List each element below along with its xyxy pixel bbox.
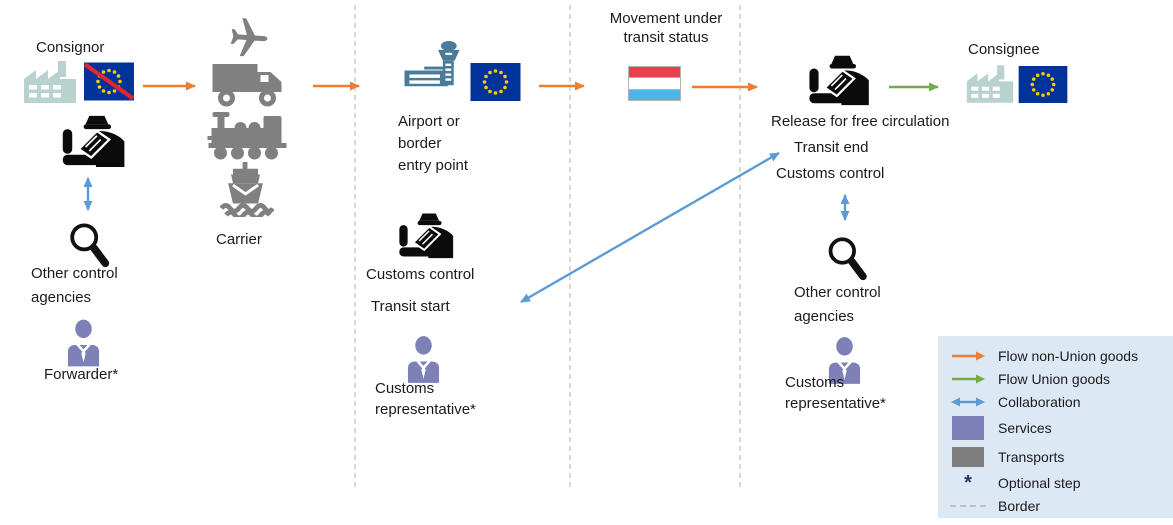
customs-officer-icon <box>808 53 873 106</box>
other-control-agencies-label: Other control agencies <box>794 284 881 325</box>
blue-double-arrow-swatch-icon <box>948 397 988 407</box>
customs-representative-destination-label: Customs representative* <box>785 374 886 412</box>
legend-label: Flow Union goods <box>998 370 1111 387</box>
eu-flag-icon <box>470 63 521 101</box>
ship-icon <box>219 161 274 217</box>
consignor-label: Consignor <box>36 39 105 56</box>
eu-flag-crossed-icon <box>84 62 134 101</box>
orange-arrow-swatch-icon <box>948 351 988 361</box>
transit-end-label: Transit end <box>794 139 869 156</box>
services-swatch-icon <box>948 416 988 440</box>
legend-row-flow-non-union: Flow non-Union goods <box>938 344 1173 367</box>
train-icon <box>207 110 288 162</box>
legend-label: Optional step <box>998 475 1081 491</box>
customs-control-entry-label: Customs control <box>366 266 475 283</box>
legend-row-border: Border <box>938 495 1173 517</box>
legend-label: Services <box>998 420 1052 436</box>
luxembourg-flag-icon <box>628 66 681 101</box>
customs-officer-icon <box>397 211 458 259</box>
legend-label: Transports <box>998 449 1065 465</box>
consignee-label: Consignee <box>968 41 1040 58</box>
legend: Flow non-Union goods Flow Union goods Co… <box>938 336 1173 518</box>
legend-row-flow-union: Flow Union goods <box>938 367 1173 390</box>
legend-row-optional-step: * Optional step <box>938 471 1173 495</box>
magnifier-icon <box>825 236 869 283</box>
airport-entry-label: Airport or border entry point <box>398 113 469 174</box>
factory-icon <box>22 60 78 104</box>
transports-swatch-icon <box>948 447 988 467</box>
plane-icon <box>209 15 285 60</box>
forwarder-label: Forwarder* <box>44 366 119 383</box>
control-tower-icon <box>402 40 470 101</box>
legend-label: Border <box>998 498 1041 514</box>
customs-representative-entry-label: Customs representative* <box>375 380 476 418</box>
carrier-label: Carrier <box>216 231 262 248</box>
transit-start-label: Transit start <box>371 298 450 315</box>
legend-row-transports: Transports <box>938 443 1173 471</box>
customs-officer-icon <box>60 113 130 168</box>
asterisk-swatch-icon: * <box>964 472 972 494</box>
eu-flag-icon <box>1017 66 1069 103</box>
customs-control-destination-label: Customs control <box>776 165 885 182</box>
truck-icon <box>211 61 284 107</box>
other-control-agencies-label: Other control agencies <box>31 265 118 306</box>
factory-icon <box>965 64 1015 104</box>
legend-row-services: Services <box>938 413 1173 443</box>
release-free-circulation-label: Release for free circulation <box>771 113 950 130</box>
collaboration-arrow-transit <box>520 151 780 304</box>
movement-transit-label: Movement under transit status <box>609 10 723 46</box>
person-icon-customs-rep <box>406 336 441 383</box>
legend-label: Collaboration <box>998 393 1081 410</box>
person-icon-forwarder <box>66 319 101 367</box>
green-arrow-swatch-icon <box>948 374 988 384</box>
dashed-line-swatch-icon <box>948 505 988 507</box>
legend-row-collaboration: Collaboration <box>938 390 1173 413</box>
legend-label: Flow non-Union goods <box>998 347 1139 364</box>
